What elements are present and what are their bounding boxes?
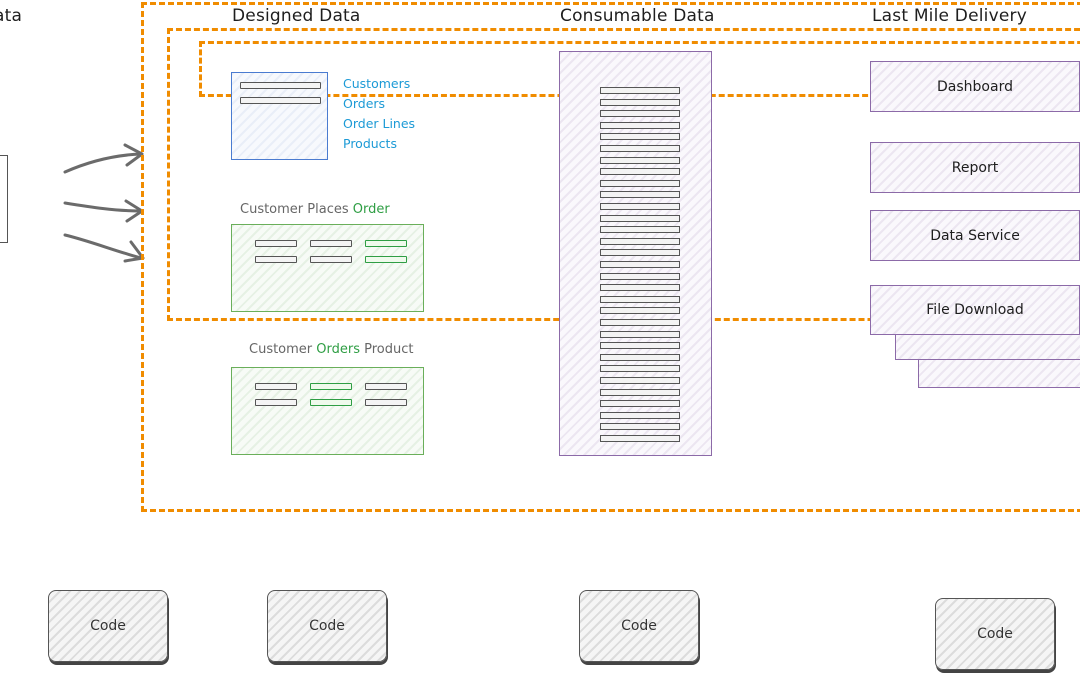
entity-model-box: [231, 72, 328, 160]
consumable-row: [600, 156, 680, 164]
entity-bar-1: [240, 82, 321, 89]
consumable-row: [600, 435, 680, 442]
entity-customers: Customers: [343, 76, 411, 91]
consumable-row: [600, 214, 680, 222]
designed-data-title: Designed Data: [232, 6, 361, 26]
consumable-row: [600, 121, 680, 129]
consumable-row: [600, 377, 680, 384]
consumable-row: [600, 400, 680, 408]
source-data-title-partial: ata: [0, 6, 23, 26]
consumable-row: [600, 237, 680, 245]
group-1-bar-highlight: [365, 240, 407, 247]
entity-products: Products: [343, 136, 397, 151]
consumable-row: [600, 411, 680, 419]
consumable-row: [600, 423, 680, 431]
consumable-row: [600, 342, 680, 350]
consumable-row: [600, 179, 680, 187]
group-2-bar: [255, 399, 297, 406]
entity-bar-2: [240, 97, 321, 104]
group-2-bar-highlight: [310, 399, 352, 406]
group-box-orders-product: [231, 367, 424, 455]
code-card-delivery: Code: [935, 598, 1055, 670]
entity-list: Customers Orders Order Lines Products: [343, 74, 415, 154]
code-card-label: Code: [309, 618, 345, 634]
group-2-prefix: Customer: [249, 342, 317, 357]
data-service-label: Data Service: [930, 227, 1020, 244]
consumable-row: [600, 388, 680, 396]
report-label: Report: [951, 159, 999, 176]
consumable-row: [600, 203, 680, 210]
data-service-box: Data Service: [870, 210, 1080, 261]
group-2-bar-highlight: [310, 383, 352, 390]
group-1-bar-highlight: [365, 256, 407, 263]
dashboard-box: Dashboard: [870, 61, 1080, 112]
group-1-bar: [310, 240, 352, 247]
consumable-row: [600, 226, 680, 234]
entity-order-lines: Order Lines: [343, 116, 416, 131]
group-2-bar: [255, 383, 297, 390]
arrow-2: [63, 201, 143, 213]
code-card-label: Code: [621, 618, 657, 634]
group-1-bar: [255, 256, 297, 263]
ingest-arrows: [63, 143, 145, 263]
consumable-data-title: Consumable Data: [560, 6, 715, 26]
group-2-highlight: Orders: [316, 342, 360, 357]
code-card-source: Code: [48, 590, 168, 662]
source-data-box: [0, 155, 8, 243]
consumable-row: [600, 110, 680, 118]
group-1-bar: [310, 256, 352, 263]
group-1-highlight: Order: [352, 202, 390, 217]
group-box-places-order: [231, 224, 424, 312]
consumable-row: [600, 284, 680, 292]
consumable-row: [600, 295, 680, 303]
group-1-prefix: Customer Places: [240, 202, 353, 217]
consumable-row: [600, 319, 680, 326]
group-label-places-order: Customer Places Order: [240, 202, 390, 217]
file-download-label: File Download: [926, 302, 1024, 318]
dashboard-label: Dashboard: [937, 78, 1013, 95]
consumable-row: [600, 353, 680, 361]
arrow-1: [63, 152, 143, 174]
consumable-row: [600, 307, 680, 315]
consumable-row: [600, 133, 680, 141]
code-card-consumable: Code: [579, 590, 699, 662]
outer-boundary: [141, 2, 1080, 512]
consumable-row: [600, 261, 680, 268]
group-2-bar: [365, 383, 407, 390]
consumable-data-stack: [559, 51, 712, 456]
group-2-suffix: Product: [360, 342, 414, 357]
report-box: Report: [870, 142, 1080, 193]
consumable-row: [600, 145, 680, 152]
group-label-orders-product: Customer Orders Product: [249, 342, 414, 357]
consumable-row: [600, 87, 680, 94]
file-download-box: File Download: [870, 285, 1080, 335]
group-1-bar: [255, 240, 297, 247]
entity-orders: Orders: [343, 96, 386, 111]
consumable-row: [600, 365, 680, 373]
consumable-row: [600, 330, 680, 338]
group-2-bar: [365, 399, 407, 406]
code-card-designed: Code: [267, 590, 387, 662]
consumable-row: [600, 249, 680, 257]
code-card-label: Code: [90, 618, 126, 634]
arrow-3: [63, 233, 143, 260]
consumable-row: [600, 272, 680, 280]
consumable-row: [600, 168, 680, 176]
last-mile-delivery-title: Last Mile Delivery: [872, 6, 1027, 26]
consumable-row: [600, 98, 680, 106]
code-card-label: Code: [977, 626, 1013, 642]
consumable-row: [600, 191, 680, 199]
